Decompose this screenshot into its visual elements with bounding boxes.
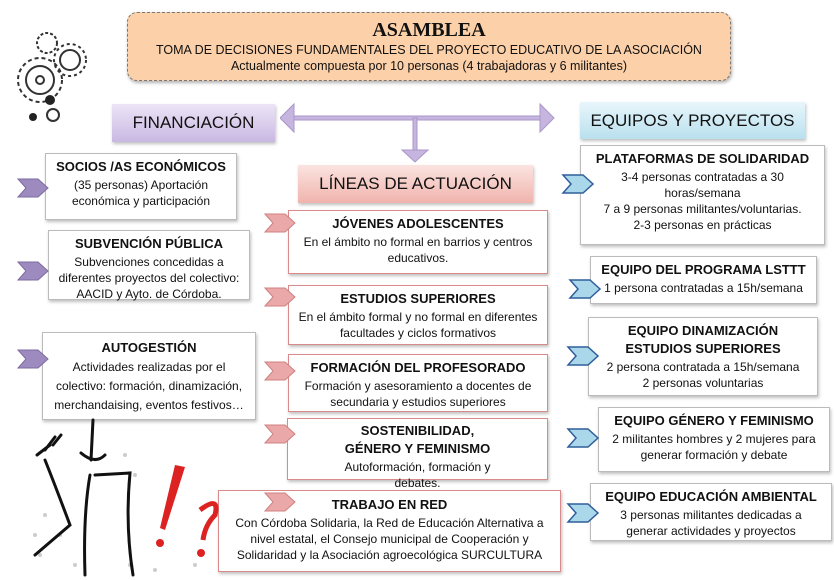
arrow-right-icon: [567, 428, 599, 448]
card-title: SOSTENIBILIDAD, GÉNERO Y FEMINISMO: [344, 423, 491, 456]
card-text: Subvenciones concedidas a diferentes pro…: [58, 255, 240, 301]
card-title: SUBVENCIÓN PÚBLICA: [74, 236, 224, 251]
arrow-right-icon: [17, 261, 49, 281]
linea-card-profesorado: FORMACIÓN DEL PROFESORADO Formación y ase…: [288, 354, 548, 412]
card-title: ESTUDIOS SUPERIORES: [340, 291, 496, 306]
card-text: 2 militantes hombres y 2 mujeres para ge…: [612, 432, 816, 462]
financiacion-header-label: FINANCIACIÓN: [132, 113, 255, 132]
equipo-card-ambiental: EQUIPO EDUCACIÓN AMBIENTAL 3 personas mil…: [590, 483, 832, 541]
equipo-card-lsttt: EQUIPO DEL PROGRAMA LSTTT 1 persona contr…: [590, 256, 817, 304]
card-text: En el ámbito no formal en barrios y cent…: [303, 235, 533, 265]
equipos-header: EQUIPOS Y PROYECTOS: [580, 102, 805, 139]
card-text: 2 persona contratada a 15h/semana: [606, 360, 800, 374]
card-text: Autoformación, formación y debates.: [344, 460, 491, 490]
asamblea-title: ASAMBLEA: [372, 19, 486, 41]
linea-card-sostenibilidad: SOSTENIBILIDAD, GÉNERO Y FEMINISMO Autofo…: [287, 418, 548, 490]
card-title: TRABAJO EN RED: [331, 497, 448, 512]
gears-icon: [17, 32, 87, 122]
financiacion-card-socios: SOCIOS /AS ECONÓMICOS (35 personas) Aport…: [45, 153, 237, 220]
card-title: EQUIPO DINAMIZACIÓN ESTUDIOS SUPERIORES: [625, 323, 781, 356]
card-title: PLATAFORMAS DE SOLIDARIDAD: [595, 151, 810, 166]
card-title: EQUIPO GÉNERO Y FEMINISMO: [614, 413, 814, 428]
card-title: EQUIPO EDUCACIÓN AMBIENTAL: [605, 489, 817, 504]
card-text: Con Córdoba Solidaria, la Red de Educaci…: [235, 516, 544, 562]
asamblea-line1: TOMA DE DECISIONES FUNDAMENTALES DEL PRO…: [156, 43, 702, 57]
financiacion-card-autogestion: AUTOGESTIÓN Actividades realizadas por el…: [42, 332, 256, 420]
card-title: FORMACIÓN DEL PROFESORADO: [310, 360, 526, 375]
card-text-2: 2 personas voluntarias: [642, 376, 764, 390]
card-text: 3 personas militantes dedicadas a genera…: [620, 508, 802, 538]
financiacion-header: FINANCIACIÓN: [112, 104, 275, 142]
card-text: (35 personas) Aportación económica y par…: [71, 178, 211, 208]
card-text-3: 2-3 personas en prácticas: [633, 218, 772, 232]
linea-card-trabajo-red: TRABAJO EN RED Con Córdoba Solidaria, la …: [218, 490, 561, 572]
card-text: 3-4 personas contratadas a 30 horas/sema…: [621, 170, 784, 200]
card-text: 1 persona contratadas a 15h/semana: [604, 281, 803, 295]
card-text: Actividades realizadas por el colectivo:…: [54, 360, 244, 412]
equipos-header-label: EQUIPOS Y PROYECTOS: [590, 110, 795, 130]
asamblea-box: ASAMBLEA TOMA DE DECISIONES FUNDAMENTALE…: [127, 12, 731, 81]
card-title: EQUIPO DEL PROGRAMA LSTTT: [601, 262, 806, 277]
card-text: En el ámbito formal y no formal en difer…: [298, 310, 538, 340]
card-title: AUTOGESTIÓN: [101, 340, 197, 355]
lineas-header: LÍNEAS DE ACTUACIÓN: [298, 165, 533, 203]
connector-arrows: [280, 102, 555, 163]
thinking-figure-illustration: [33, 418, 219, 577]
card-text: Formación y asesoramiento a docentes de …: [304, 379, 532, 409]
linea-card-estudios: ESTUDIOS SUPERIORES En el ámbito formal y…: [288, 285, 548, 345]
equipo-card-plataformas: PLATAFORMAS DE SOLIDARIDAD 3-4 personas c…: [580, 145, 825, 245]
card-title: SOCIOS /AS ECONÓMICOS: [56, 159, 226, 174]
equipo-card-dinamizacion: EQUIPO DINAMIZACIÓN ESTUDIOS SUPERIORES 2…: [588, 317, 818, 396]
asamblea-line2: Actualmente compuesta por 10 personas (4…: [230, 59, 628, 73]
equipo-card-genero: EQUIPO GÉNERO Y FEMINISMO 2 militantes ho…: [598, 407, 830, 472]
arrow-right-icon: [17, 178, 49, 198]
lineas-header-label: LÍNEAS DE ACTUACIÓN: [319, 174, 512, 193]
card-text-2: 7 a 9 personas militantes/voluntarias.: [603, 202, 802, 216]
card-title: JÓVENES ADOLESCENTES: [332, 216, 504, 231]
financiacion-card-subvencion: SUBVENCIÓN PÚBLICA Subvenciones concedida…: [48, 230, 250, 301]
linea-card-jovenes: JÓVENES ADOLESCENTES En el ámbito no form…: [288, 210, 548, 274]
